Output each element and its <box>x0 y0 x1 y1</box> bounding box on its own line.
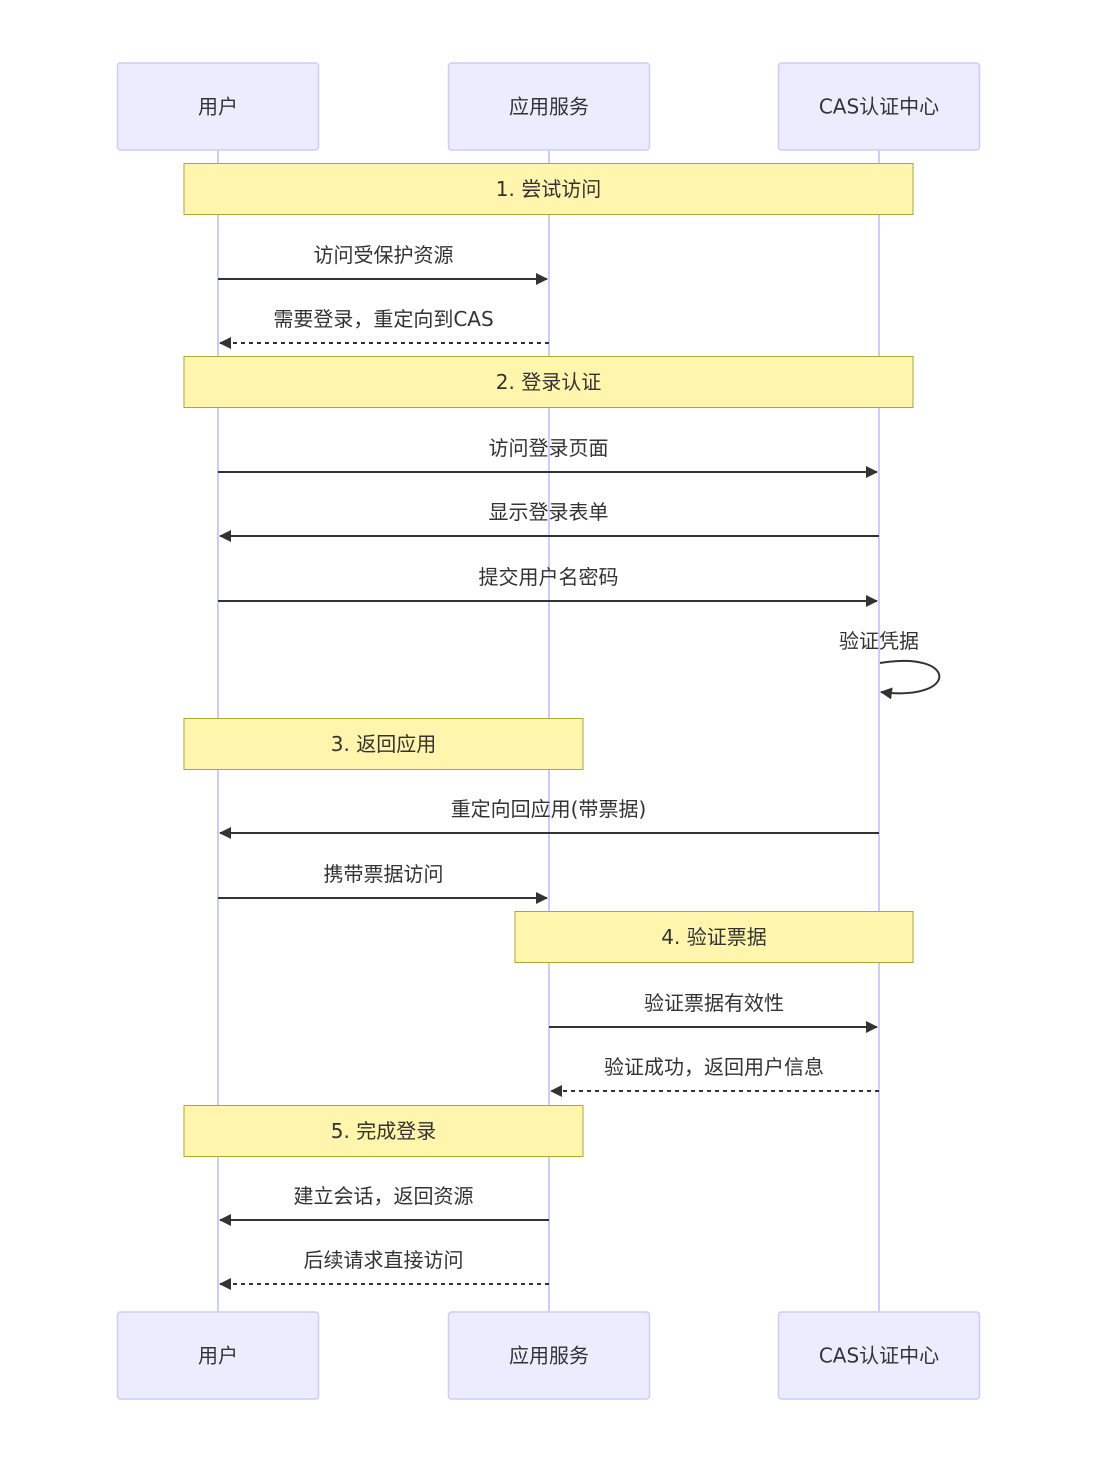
message-label: 重定向回应用(带票据) <box>451 797 647 821</box>
actor-user-bottom: 用户 <box>116 1311 320 1400</box>
note-label: 2. 登录认证 <box>496 370 601 394</box>
note-box <box>183 356 914 408</box>
note-box <box>183 1105 584 1157</box>
actor-box <box>116 62 320 151</box>
actor-label: CAS认证中心 <box>819 95 939 119</box>
message-user-to-cas: 提交用户名密码 <box>218 565 878 607</box>
message-label: 访问受保护资源 <box>314 243 454 267</box>
message-label: 验证凭据 <box>839 629 919 653</box>
actor-box <box>116 1311 320 1400</box>
actor-box <box>447 1311 651 1400</box>
message-user-to-app: 访问受保护资源 <box>218 243 548 285</box>
message-user-to-app: 携带票据访问 <box>218 862 548 904</box>
actor-label: 用户 <box>198 1344 238 1368</box>
actor-label: CAS认证中心 <box>819 1344 939 1368</box>
note-label: 5. 完成登录 <box>331 1119 436 1143</box>
message-app-to-user: 需要登录，重定向到CAS <box>219 307 549 349</box>
actor-box <box>777 1311 981 1400</box>
note-box <box>514 911 914 963</box>
message-label: 访问登录页面 <box>489 436 609 460</box>
note-label: 4. 验证票据 <box>661 925 766 949</box>
note-label: 3. 返回应用 <box>331 732 436 756</box>
note-step-1: 1. 尝试访问 <box>183 163 914 215</box>
actor-box <box>777 62 981 151</box>
note-label: 1. 尝试访问 <box>496 177 601 201</box>
message-cas-to-user: 显示登录表单 <box>219 500 879 542</box>
actor-label: 应用服务 <box>509 1344 589 1368</box>
note-box <box>183 163 914 215</box>
message-cas-to-user: 重定向回应用(带票据) <box>219 797 879 839</box>
actor-box <box>447 62 651 151</box>
message-label: 验证成功，返回用户信息 <box>604 1055 824 1079</box>
actor-app-top: 应用服务 <box>447 62 651 151</box>
actor-cas-bottom: CAS认证中心 <box>777 1311 981 1400</box>
self-message-cas: 验证凭据 <box>839 629 941 700</box>
message-user-to-cas: 访问登录页面 <box>218 436 878 478</box>
note-step-15: 5. 完成登录 <box>183 1105 584 1157</box>
message-label: 后续请求直接访问 <box>304 1248 464 1272</box>
note-step-12: 4. 验证票据 <box>514 911 914 963</box>
message-label: 显示登录表单 <box>489 500 609 524</box>
message-label: 提交用户名密码 <box>479 565 619 589</box>
self-loop-arrow <box>879 659 941 700</box>
message-label: 建立会话，返回资源 <box>294 1184 474 1208</box>
note-step-4: 2. 登录认证 <box>183 356 914 408</box>
message-cas-to-app: 验证成功，返回用户信息 <box>550 1055 879 1097</box>
actor-app-bottom: 应用服务 <box>447 1311 651 1400</box>
message-label: 验证票据有效性 <box>644 991 784 1015</box>
message-label: 需要登录，重定向到CAS <box>273 307 493 331</box>
actor-label: 应用服务 <box>509 95 589 119</box>
note-step-9: 3. 返回应用 <box>183 718 584 770</box>
actor-label: 用户 <box>198 95 238 119</box>
actor-user-top: 用户 <box>116 62 320 151</box>
note-box <box>183 718 584 770</box>
message-label: 携带票据访问 <box>324 862 444 886</box>
actor-cas-top: CAS认证中心 <box>777 62 981 151</box>
message-app-to-user: 后续请求直接访问 <box>219 1248 549 1290</box>
message-app-to-cas: 验证票据有效性 <box>549 991 878 1033</box>
message-app-to-user: 建立会话，返回资源 <box>219 1184 549 1226</box>
